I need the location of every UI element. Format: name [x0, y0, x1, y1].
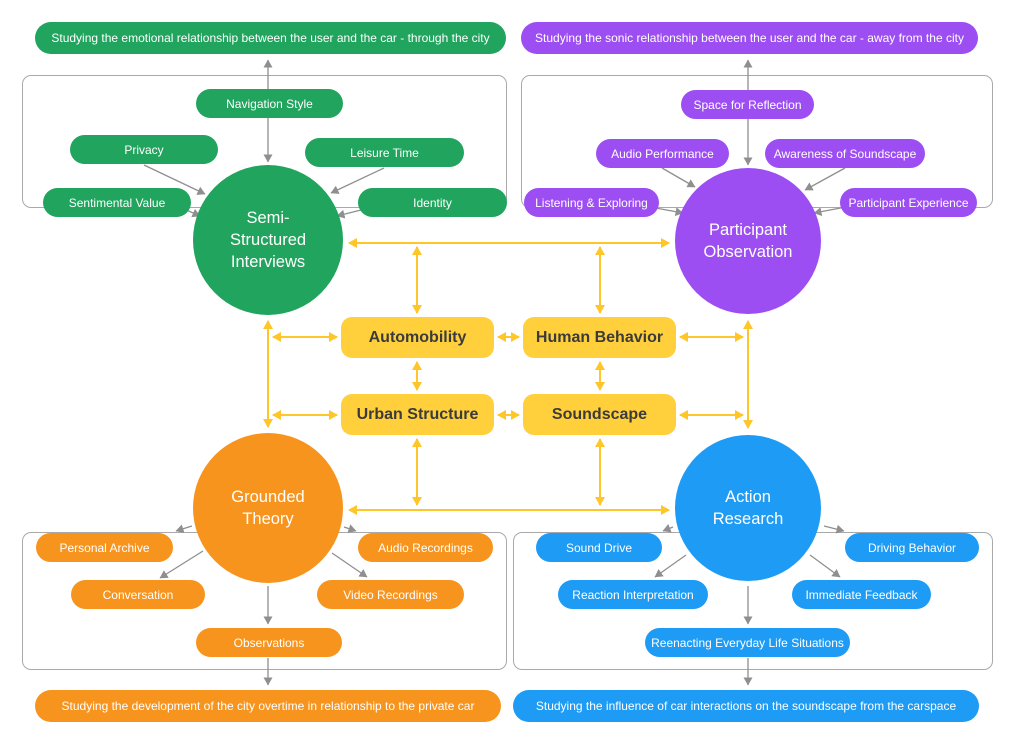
- satellite-pill-privacy: Privacy: [70, 135, 218, 164]
- gray-connectors: [143, 59, 847, 686]
- yellow-connectors: [263, 238, 753, 515]
- banner-top-left: Studying the emotional relationship betw…: [35, 22, 506, 54]
- satellite-pill-audio-recordings: Audio Recordings: [358, 533, 493, 562]
- satellite-pill-listening-exploring: Listening & Exploring: [524, 188, 659, 217]
- satellite-pill-reaction-interpretation: Reaction Interpretation: [558, 580, 708, 609]
- method-line: Grounded: [231, 488, 305, 506]
- satellite-pill-observations: Observations: [196, 628, 342, 657]
- satellite-pill-video-recordings: Video Recordings: [317, 580, 464, 609]
- satellite-pill-immediate-feedback: Immediate Feedback: [792, 580, 931, 609]
- theme-box-human-behavior: Human Behavior: [523, 317, 676, 358]
- banner-top-right: Studying the sonic relationship between …: [521, 22, 978, 54]
- method-circle-grounded-theory: Grounded Theory: [193, 433, 343, 583]
- method-circle-semi-structured-interviews: Semi- Structured Interviews: [193, 165, 343, 315]
- satellite-pill-reenacting-everyday-life-situations: Reenacting Everyday Life Situations: [645, 628, 850, 657]
- method-line: Structured: [229, 231, 307, 249]
- satellite-pill-leisure-time: Leisure Time: [305, 138, 464, 167]
- method-line: Observation: [703, 243, 793, 261]
- method-line: Research: [712, 510, 784, 528]
- banner-bottom-right: Studying the influence of car interactio…: [513, 690, 979, 722]
- satellite-pill-audio-performance: Audio Performance: [596, 139, 729, 168]
- satellite-pill-personal-archive: Personal Archive: [36, 533, 173, 562]
- theme-box-automobility: Automobility: [341, 317, 494, 358]
- satellite-pill-sentimental-value: Sentimental Value: [43, 188, 191, 217]
- satellite-pill-awareness-of-soundscape: Awareness of Soundscape: [765, 139, 925, 168]
- satellite-pill-driving-behavior: Driving Behavior: [845, 533, 979, 562]
- method-circle-participant-observation: Participant Observation: [675, 168, 821, 314]
- satellite-pill-conversation: Conversation: [71, 580, 205, 609]
- theme-box-soundscape: Soundscape: [523, 394, 676, 435]
- method-line: Semi-: [246, 209, 290, 227]
- method-line: Theory: [242, 510, 294, 528]
- method-line: Action: [725, 488, 771, 506]
- satellite-pill-identity: Identity: [358, 188, 507, 217]
- theme-box-urban-structure: Urban Structure: [341, 394, 494, 435]
- satellite-pill-space-for-reflection: Space for Reflection: [681, 90, 814, 119]
- satellite-pill-sound-drive: Sound Drive: [536, 533, 662, 562]
- satellite-pill-navigation-style: Navigation Style: [196, 89, 343, 118]
- method-line: Participant: [709, 221, 787, 239]
- satellite-pill-participant-experience: Participant Experience: [840, 188, 977, 217]
- banner-bottom-left: Studying the development of the city ove…: [35, 690, 501, 722]
- method-line: Interviews: [230, 253, 306, 271]
- method-circle-action-research: Action Research: [675, 435, 821, 581]
